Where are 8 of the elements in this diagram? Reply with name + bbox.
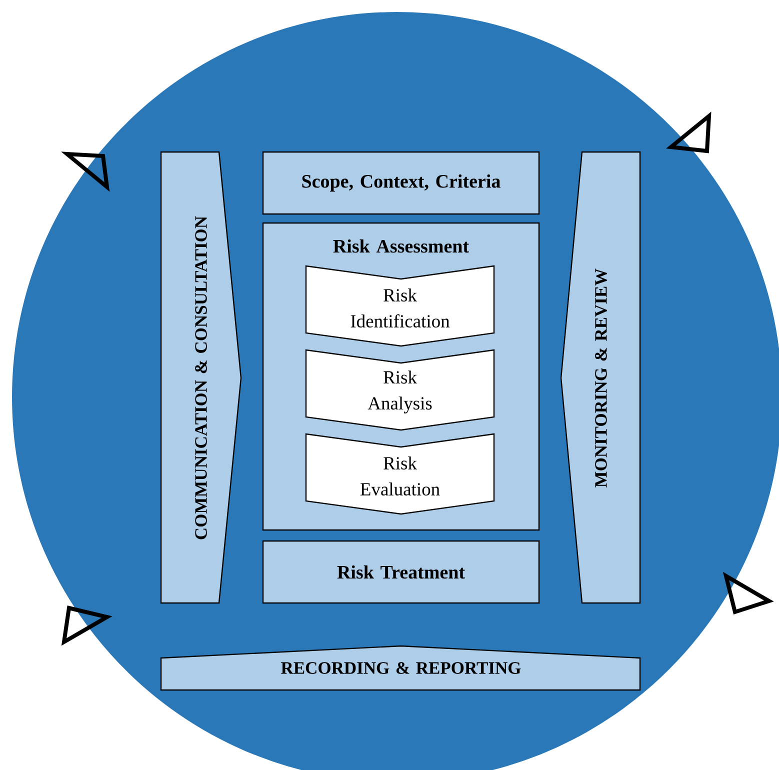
arrow-band: MONITORING & REVIEW xyxy=(560,151,641,604)
arrow-band: RECORDING & REPORTING xyxy=(160,645,641,691)
process-box: Risk Treatment xyxy=(262,540,540,604)
step-box: Risk Evaluation xyxy=(305,433,495,515)
step-box: Risk Analysis xyxy=(305,349,495,431)
step-box: Risk Identification xyxy=(305,265,495,347)
arrow-band: COMMUNICATION & CONSULTATION xyxy=(160,151,242,604)
process-box: Scope, Context, Criteria xyxy=(262,151,540,215)
